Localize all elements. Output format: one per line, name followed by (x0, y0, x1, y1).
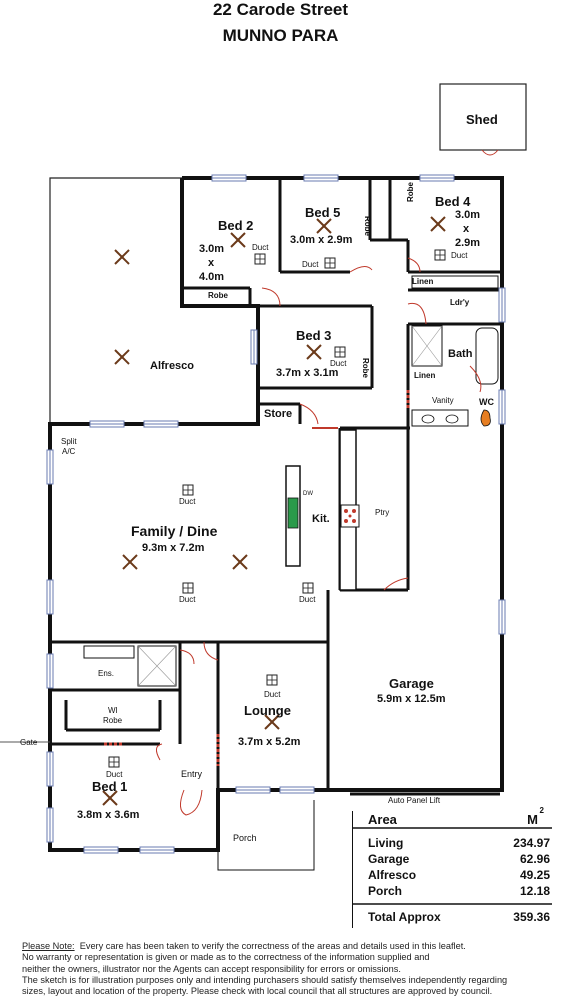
bed3-robe-label: Robe (361, 358, 370, 378)
ensuite-vanity (83, 645, 135, 659)
bed2-label: Bed 2 (218, 218, 254, 233)
suburb-title: MUNNO PARA (222, 26, 339, 45)
bed4-size-b: 2.9m (455, 237, 481, 249)
linen-label-b: Linen (414, 371, 436, 380)
laundry-bench (411, 275, 499, 289)
address-title: 22 Carode Street (212, 0, 349, 19)
laundry-label: Ldr'y (450, 298, 470, 307)
bed2-size-a: 3.0m (199, 243, 225, 255)
bed2-duct-label: Duct (252, 243, 269, 252)
door-swings (156, 257, 482, 816)
lounge-duct-label: Duct (264, 690, 281, 699)
shed-outline (439, 83, 527, 151)
area-header-label: Area (368, 812, 397, 827)
entry-label: Entry (181, 769, 203, 779)
bath-label: Bath (448, 348, 473, 360)
porch-outline (217, 800, 315, 871)
bathtub (475, 327, 499, 385)
disclaimer-line4: The sketch is for illustration purposes … (22, 974, 508, 985)
toilet (480, 409, 491, 427)
wc-label: WC (479, 397, 494, 407)
vanity-bench (411, 409, 469, 427)
area-unit-sup: 2 (539, 806, 544, 815)
bed1-label: Bed 1 (92, 779, 128, 794)
robe-b-label: Robe (406, 182, 415, 202)
split-label-b: A/C (62, 447, 76, 456)
garage-label: Garage (389, 676, 434, 691)
family-duct-label-2: Duct (179, 595, 196, 604)
alfresco-outline (49, 177, 259, 425)
dishwasher (287, 497, 299, 529)
bed5-label: Bed 5 (305, 205, 341, 220)
bed2-size-b: 4.0m (199, 271, 225, 283)
bed4-label: Bed 4 (435, 194, 471, 209)
store-label: Store (264, 408, 293, 420)
alfresco-label: Alfresco (150, 360, 195, 372)
bed5-duct-label: Duct (302, 260, 319, 269)
disclaimer: Please Note: Every care has been taken t… (22, 941, 556, 997)
family-label: Family / Dine (131, 523, 218, 539)
family-size: 9.3m x 7.2m (142, 542, 205, 554)
disclaimer-line3: neither the owners, illustrator nor the … (22, 963, 401, 974)
area-unit: M (527, 812, 538, 827)
shed-label: Shed (466, 112, 498, 127)
bed3-duct-label: Duct (330, 359, 347, 368)
bed5-size: 3.0m x 2.9m (290, 234, 353, 246)
area-header: Area M 2 (368, 806, 550, 827)
ensuite-label: Ens. (98, 669, 115, 678)
lounge-label: Lounge (244, 703, 291, 718)
shed-door (481, 149, 499, 156)
vanity-label: Vanity (432, 396, 454, 405)
bed2-size-x: x (208, 257, 215, 269)
bed1-size: 3.8m x 3.6m (77, 809, 140, 821)
porch-label: Porch (233, 833, 257, 843)
kitchen-label: Kit. (312, 513, 330, 525)
lounge-size: 3.7m x 5.2m (238, 736, 301, 748)
robe-a-label: Robe (363, 216, 372, 236)
dw-label: DW (303, 491, 313, 497)
split-label-a: Split (61, 437, 77, 446)
bed2-robe-label: Robe (208, 291, 228, 300)
gate-label: Gate (20, 738, 38, 747)
bed3-size: 3.7m x 3.1m (276, 367, 339, 379)
bed4-size-a: 3.0m (455, 209, 481, 221)
garage-size: 5.9m x 12.5m (377, 693, 446, 705)
cooktop-burners (344, 509, 356, 523)
interior-walls (50, 178, 502, 850)
pantry-label: Ptry (375, 508, 390, 517)
disclaimer-heading: Please Note: (22, 941, 75, 951)
bed3-label: Bed 3 (296, 328, 332, 343)
wi-robe-label-b: Robe (103, 716, 123, 725)
bed4-size-x: x (463, 223, 470, 235)
disclaimer-line1: Every care has been taken to verify the … (79, 941, 466, 951)
wi-robe-label-a: WI (108, 706, 118, 715)
disclaimer-line5: sizes, layout and location of the proper… (22, 986, 493, 997)
kitchen-duct-label: Duct (299, 595, 316, 604)
disclaimer-line2: No warranty or representation is given o… (22, 952, 430, 963)
bed1-duct-label: Duct (106, 770, 123, 779)
auto-lift-label: Auto Panel Lift (388, 796, 441, 805)
family-duct-label: Duct (179, 497, 196, 506)
linen-label-a: Linen (412, 277, 434, 286)
bed4-duct-label: Duct (451, 251, 468, 260)
